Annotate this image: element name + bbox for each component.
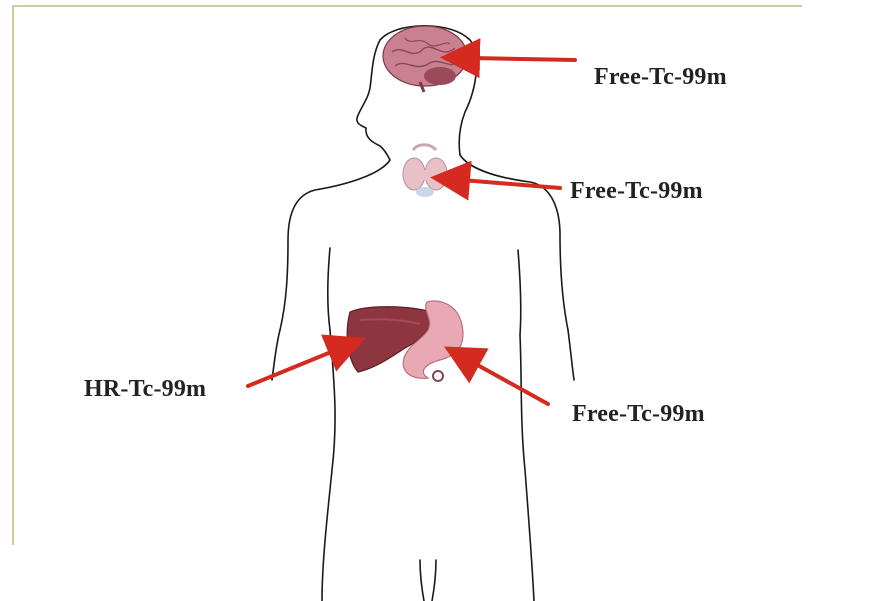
arrow-stomach — [472, 362, 548, 404]
brain-icon — [383, 26, 467, 92]
arrow-brain — [472, 58, 575, 60]
arrow-thyroid — [462, 180, 560, 188]
label-liver: HR-Tc-99m — [84, 376, 206, 403]
label-stomach: Free-Tc-99m — [572, 401, 705, 428]
thyroid-icon — [403, 145, 447, 197]
label-brain: Free-Tc-99m — [594, 64, 727, 91]
arrow-liver — [248, 350, 336, 386]
label-thyroid: Free-Tc-99m — [570, 178, 703, 205]
